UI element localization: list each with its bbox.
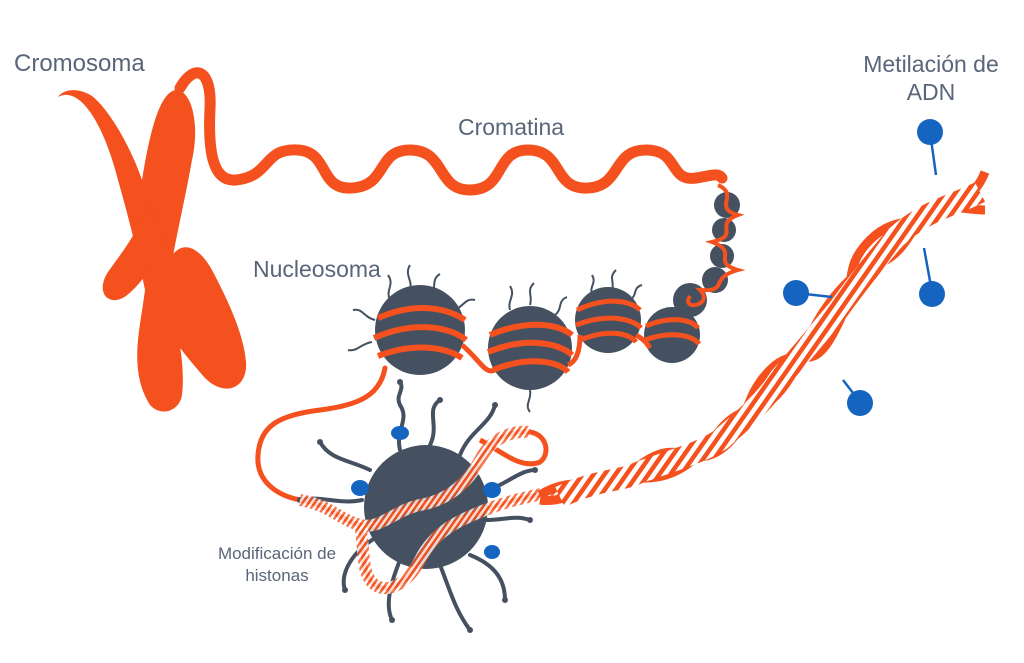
- label-dna-methylation-line1: Metilación de: [863, 51, 999, 77]
- methyl-group-icon: [847, 390, 873, 416]
- label-nucleosome: Nucleosoma: [253, 256, 381, 282]
- label-chromosome: Cromosoma: [14, 50, 145, 77]
- methyl-group-icon: [391, 426, 409, 440]
- nucleosome-icon: [347, 264, 476, 375]
- methyl-group-icon: [351, 480, 369, 496]
- dna-double-helix: [537, 170, 990, 508]
- compacting-beads: [673, 183, 746, 317]
- histone-nucleosome: [297, 379, 562, 633]
- chromosome: [58, 90, 247, 412]
- nucleosome-icon: [644, 307, 702, 363]
- linker-dna: [255, 365, 388, 503]
- methyl-group-icon: [919, 281, 945, 307]
- label-dna-methylation: Metilación de ADN: [846, 50, 1016, 106]
- nucleosome-icon: [575, 269, 643, 353]
- methyl-group-icon: [484, 545, 500, 559]
- label-histone-modification-line1: Modificación de: [217, 544, 337, 563]
- label-chromatin: Cromatina: [458, 114, 565, 140]
- dna-methylation-marks: [783, 119, 945, 416]
- methyl-group-icon: [917, 119, 943, 145]
- methyl-group-icon: [783, 280, 809, 306]
- nucleosome-string: [347, 264, 702, 413]
- label-histone-modification-line2: histonas: [245, 566, 309, 585]
- nucleosome-icon: [486, 282, 575, 413]
- methyl-group-icon: [483, 482, 501, 498]
- label-histone-modification: Modificación de histonas: [196, 543, 358, 587]
- chromatin-fiber: [174, 67, 728, 196]
- label-dna-methylation-line2: ADN: [906, 79, 956, 105]
